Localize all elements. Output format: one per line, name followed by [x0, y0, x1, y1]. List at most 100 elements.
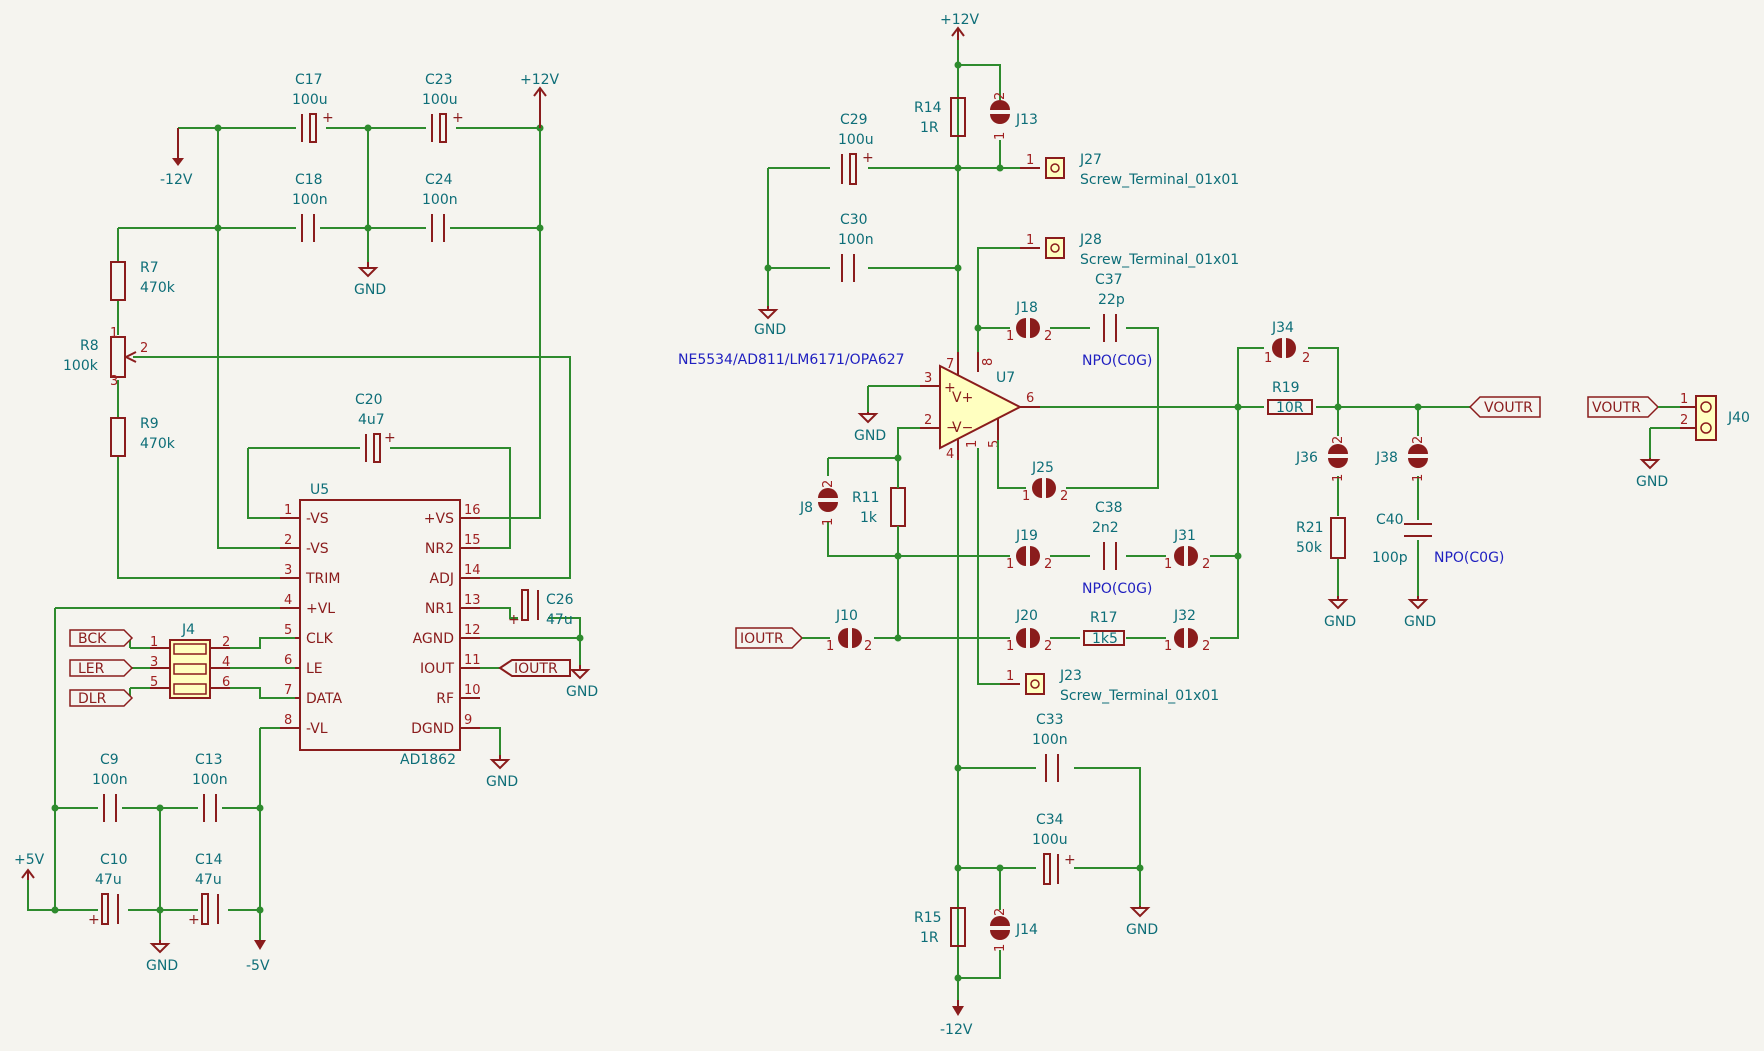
- c40-value: 100p: [1372, 550, 1408, 566]
- gnd-c34-label: GND: [1126, 922, 1158, 938]
- c30: C30 100n: [836, 212, 874, 282]
- c24: C24 100n: [422, 172, 458, 242]
- r15-value: 1R: [920, 930, 939, 946]
- j32: 1 2 J32: [1164, 608, 1210, 654]
- gnd-u7-label: GND: [854, 428, 886, 444]
- u5-pin-name: LE: [306, 661, 323, 677]
- svg-text:1: 1: [1022, 489, 1030, 504]
- r8: 1 3 2 R8 100k: [63, 326, 148, 389]
- r8-ref: R8: [80, 338, 99, 354]
- ad1862-section: + C17 100u + C23 100u C18 100n C24 100: [14, 72, 598, 974]
- j23-value: Screw_Terminal_01x01: [1060, 688, 1219, 704]
- u5-pin-number: 6: [284, 653, 292, 668]
- svg-text:+: +: [862, 150, 874, 166]
- j36-ref: J36: [1295, 450, 1318, 466]
- svg-text:1: 1: [1006, 639, 1014, 654]
- power-m12-left: -12V: [160, 128, 193, 188]
- net-bck: BCK: [69, 629, 134, 647]
- net-ler: LER: [69, 659, 134, 677]
- u5-pin-name: NR2: [425, 541, 454, 557]
- j27-ref: J27: [1079, 152, 1102, 168]
- c18-value: 100n: [292, 192, 328, 208]
- u5-ref: U5: [310, 482, 329, 498]
- c17-ref: C17: [295, 72, 323, 88]
- svg-text:1: 1: [965, 440, 980, 448]
- r21-value: 50k: [1296, 540, 1323, 556]
- svg-text:1: 1: [821, 518, 836, 526]
- r21: R21 50k: [1296, 517, 1346, 559]
- j4-ref: J4: [181, 622, 195, 638]
- gnd-c40-label: GND: [1404, 614, 1436, 630]
- u5-pin-name: +VS: [424, 511, 454, 527]
- gnd-agnd-label: GND: [566, 684, 598, 700]
- svg-text:1: 1: [993, 944, 1008, 952]
- svg-text:2: 2: [1060, 489, 1068, 504]
- ler-label: LER: [78, 661, 105, 677]
- c23: + C23 100u: [422, 72, 464, 143]
- c34: + C34 100u: [1032, 812, 1076, 885]
- u5-pin-number: 11: [464, 653, 481, 668]
- u5-pin-name: -VS: [306, 511, 329, 527]
- u5-pin-name: +VL: [306, 601, 335, 617]
- svg-text:1: 1: [110, 326, 118, 341]
- svg-text:−: −: [946, 420, 958, 436]
- u5-pin-name: AGND: [413, 631, 454, 647]
- c29-ref: C29: [840, 112, 868, 128]
- r15: R15 1R: [914, 907, 966, 947]
- j19-ref: J19: [1015, 528, 1038, 544]
- gnd-agnd: GND: [566, 665, 598, 700]
- r17: R17 1k5: [1083, 610, 1125, 647]
- svg-text:2: 2: [993, 92, 1008, 100]
- svg-text:2: 2: [140, 341, 148, 356]
- j38-ref: J38: [1375, 450, 1398, 466]
- svg-text:2: 2: [1411, 436, 1426, 444]
- c40-ref: C40: [1376, 512, 1404, 528]
- c29: + C29 100u: [836, 112, 874, 185]
- c14: + C14 47u: [188, 852, 228, 928]
- r15-ref: R15: [914, 910, 942, 926]
- gnd-dgnd: GND: [486, 755, 518, 790]
- c9-value: 100n: [92, 772, 128, 788]
- u5-pin-number: 4: [284, 593, 292, 608]
- u5-ad1862: U5 AD1862 1-VS2-VS3TRIM4+VL5CLK6LE7DATA8…: [280, 482, 481, 768]
- c17: + C17 100u: [292, 72, 334, 143]
- j34: 1 2 J34: [1264, 320, 1310, 366]
- c30-value: 100n: [838, 232, 874, 248]
- c26: + C26 47u: [480, 589, 581, 638]
- svg-text:V−: V−: [952, 420, 973, 436]
- svg-text:8: 8: [981, 358, 996, 366]
- u5-pin-number: 2: [284, 533, 292, 548]
- u5-pin-number: 13: [464, 593, 481, 608]
- r7-value: 470k: [140, 280, 176, 296]
- c34-value: 100u: [1032, 832, 1068, 848]
- svg-text:2: 2: [1044, 639, 1052, 654]
- r14-value: 1R: [920, 120, 939, 136]
- p12-top-label: +12V: [940, 12, 980, 28]
- c38: C38 2n2 NPO(C0G): [1082, 500, 1152, 597]
- svg-text:2: 2: [222, 635, 230, 650]
- c14-value: 47u: [195, 872, 222, 888]
- gnd-c40: GND: [1404, 596, 1436, 630]
- c20-value: 4u7: [358, 412, 385, 428]
- svg-text:1: 1: [993, 132, 1008, 140]
- r9-ref: R9: [140, 416, 159, 432]
- c9: C9 100n: [92, 752, 128, 822]
- j25-ref: J25: [1031, 460, 1054, 476]
- svg-text:3: 3: [110, 374, 118, 389]
- j20-ref: J20: [1015, 608, 1038, 624]
- c20-ref: C20: [355, 392, 383, 408]
- c37: C37 22p NPO(C0G): [1082, 272, 1152, 369]
- m5-label: -5V: [246, 958, 270, 974]
- j40: 1 2 J40: [1680, 392, 1750, 441]
- u5-pin-number: 12: [464, 623, 481, 638]
- c14-ref: C14: [195, 852, 223, 868]
- gnd-j40-label: GND: [1636, 474, 1668, 490]
- j4-connector: J4 1 3 5 2 4 6: [129, 622, 295, 699]
- svg-text:1: 1: [1006, 557, 1014, 572]
- j10-ref: J10: [835, 608, 858, 624]
- svg-text:1: 1: [1411, 474, 1426, 482]
- j13-ref: J13: [1015, 112, 1038, 128]
- c40-note: NPO(C0G): [1434, 550, 1504, 566]
- gnd-r21: GND: [1324, 596, 1356, 630]
